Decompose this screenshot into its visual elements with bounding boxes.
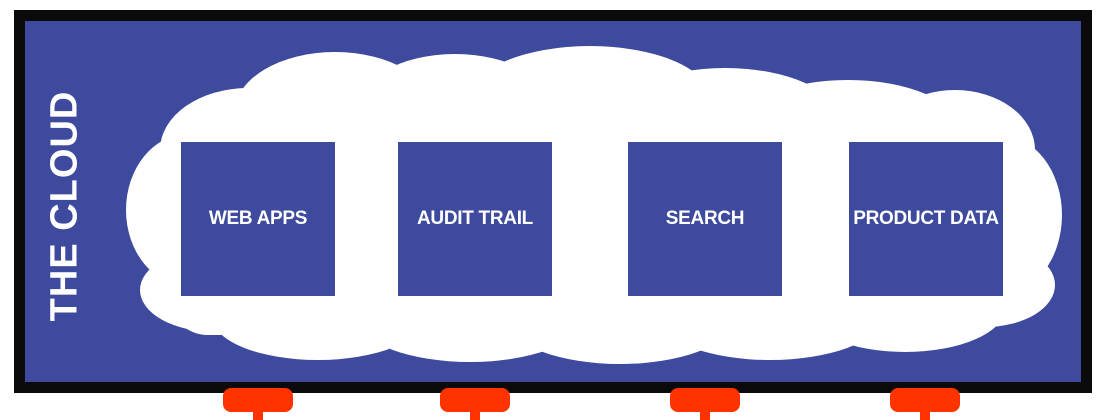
module-label: PRODUCT DATA bbox=[853, 208, 999, 229]
module-product-data: PRODUCT DATA bbox=[849, 142, 1003, 296]
connector-plug bbox=[890, 388, 960, 420]
connector-plug bbox=[440, 388, 510, 420]
connector-plug bbox=[670, 388, 740, 420]
module-audit-trail: AUDIT TRAIL bbox=[398, 142, 552, 296]
module-label: SEARCH bbox=[665, 208, 745, 229]
module-label: WEB APPS bbox=[208, 208, 308, 229]
module-web-apps: WEB APPS bbox=[181, 142, 335, 296]
connector-plug bbox=[223, 388, 293, 420]
module-label: AUDIT TRAIL bbox=[417, 208, 533, 229]
module-search: SEARCH bbox=[628, 142, 782, 296]
